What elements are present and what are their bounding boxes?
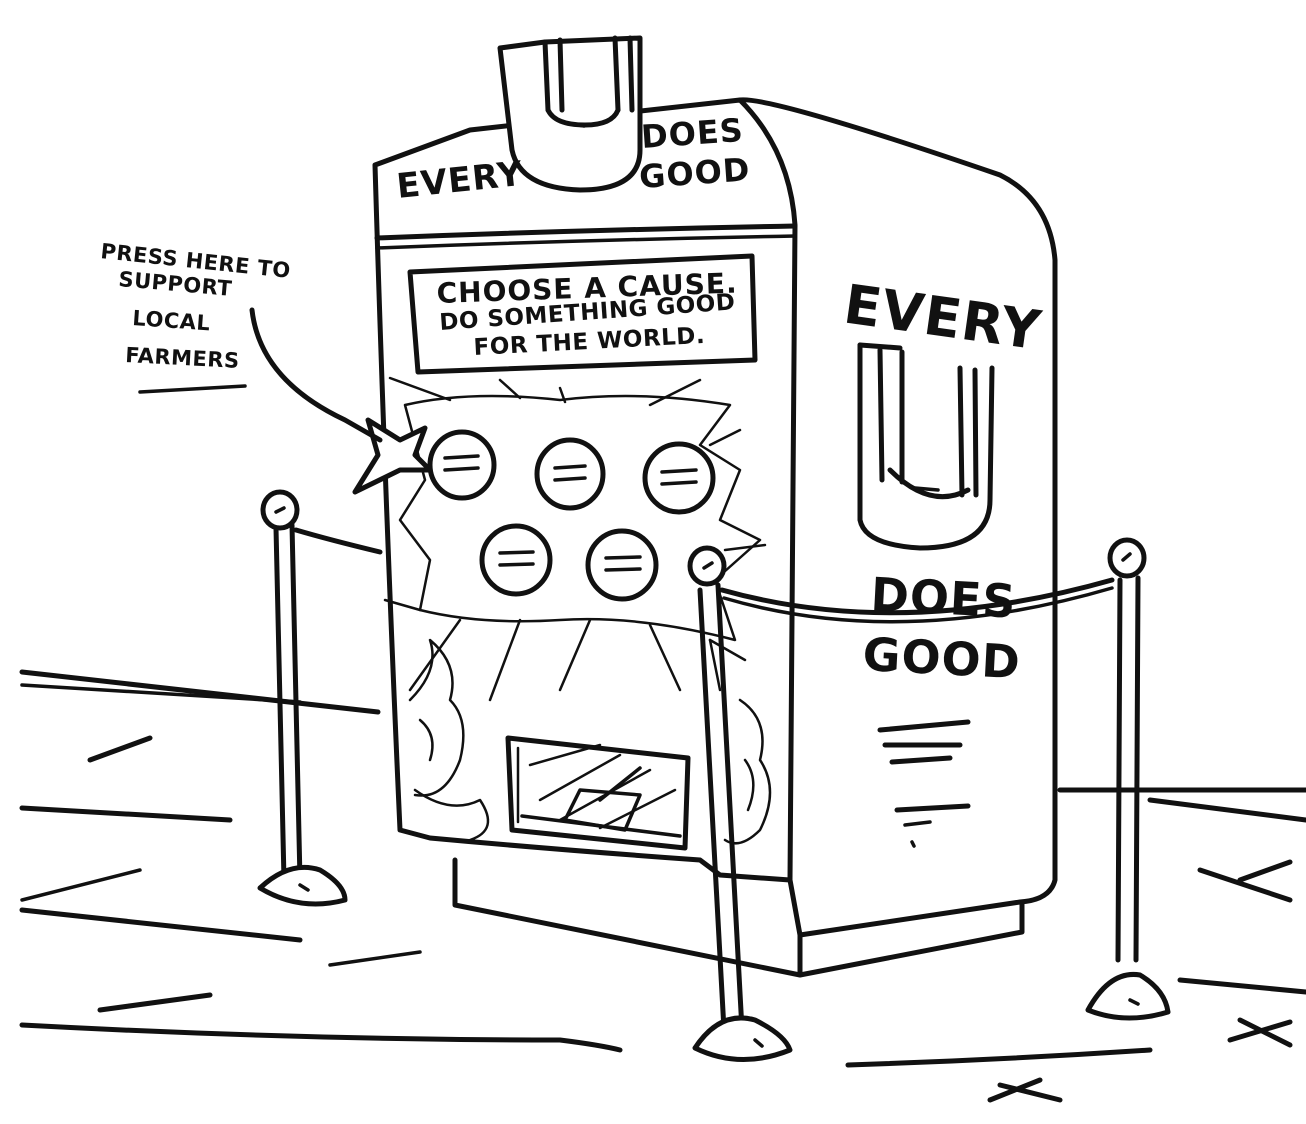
callout-line4: FARMERS [125, 343, 241, 373]
cause-button-2[interactable] [534, 437, 606, 511]
cause-button-1[interactable] [427, 429, 497, 501]
floor-lines [19, 669, 1306, 1103]
stanchion-left [257, 489, 348, 907]
cause-button-5[interactable] [585, 528, 659, 602]
flame-decoration [408, 638, 772, 845]
side-panel-bottom-line2: GOOD [861, 627, 1022, 689]
side-panel-branding: EVERY DOES GOOD [840, 272, 1045, 848]
stanchion-right [1085, 537, 1171, 1021]
machine-screen: CHOOSE A CAUSE. DO SOMETHING GOOD FOR TH… [407, 253, 758, 375]
cause-button-4[interactable] [479, 523, 553, 597]
side-u-logo-icon [857, 342, 995, 551]
callout: PRESS HERE TO SUPPORT LOCAL FARMERS [99, 239, 383, 443]
callout-arrow [249, 307, 383, 443]
callout-line3: LOCAL [132, 306, 212, 335]
cause-button-3[interactable] [642, 441, 716, 515]
dispenser-slot [505, 735, 691, 851]
top-u-logo-icon [497, 35, 643, 193]
callout-underline [138, 384, 247, 394]
top-sign-right-line2: GOOD [638, 150, 752, 196]
stanchion-middle [687, 545, 793, 1063]
top-sign-right-line1: DOES [640, 111, 745, 156]
stanchion-ropes [293, 527, 1115, 624]
burst-decoration [383, 376, 767, 702]
cause-buttons [427, 429, 716, 602]
